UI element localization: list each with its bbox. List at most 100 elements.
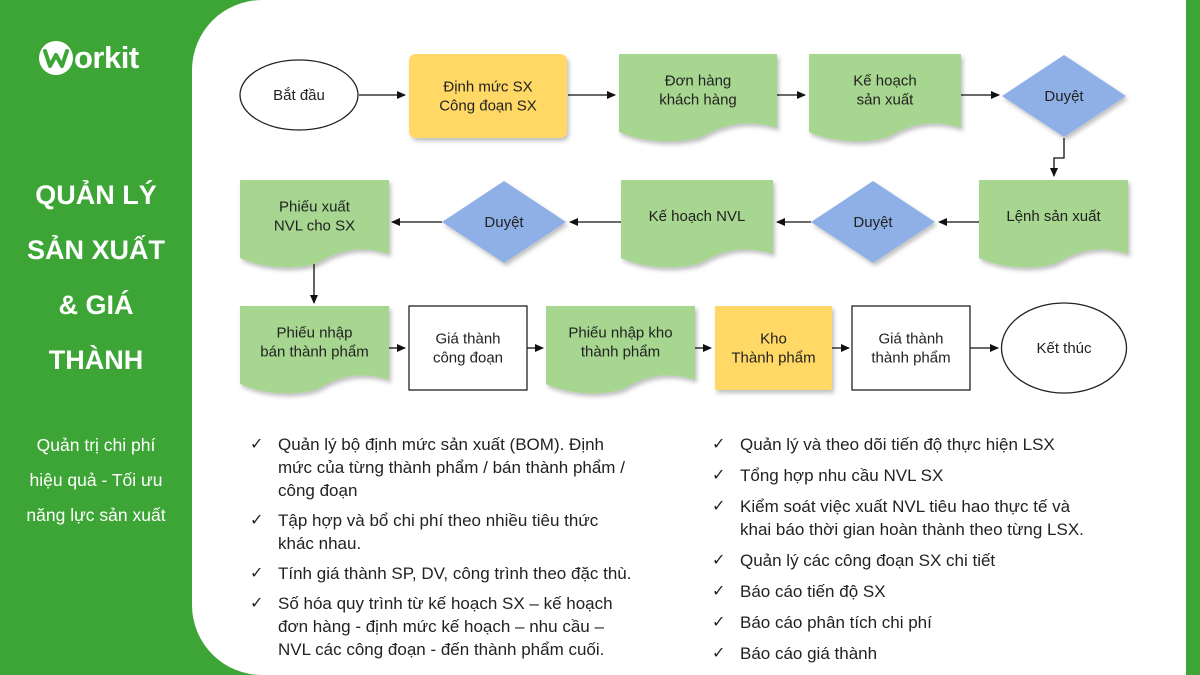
flow-node-label: Duyệt xyxy=(1044,88,1084,105)
sidebar-title-line: SẢN XUẤT xyxy=(26,235,165,265)
flow-node-start: Bắt đầu xyxy=(239,59,359,131)
checkmark-icon: ✓ xyxy=(712,614,726,631)
flow-arrow xyxy=(1050,138,1065,177)
feature-list-right: ✓ Quản lý và theo dõi tiến độ thực hiện L… xyxy=(712,433,1132,673)
sidebar-subtitle-line: năng lực sản xuất xyxy=(26,505,166,525)
feature-item-line: Kiểm soát việc xuất NVL tiêu hao thực tế… xyxy=(740,497,1071,516)
checkmark-icon: ✓ xyxy=(250,512,264,529)
flow-node-shape xyxy=(546,306,695,394)
flow-node-shape xyxy=(851,305,971,391)
checkmark-icon: ✓ xyxy=(250,436,264,453)
flow-node-shape xyxy=(409,54,567,138)
feature-item: ✓ Tổng hợp nhu cầu NVL SX xyxy=(712,464,1132,487)
flow-node-label: Duyệt xyxy=(853,214,893,231)
logo-mark-icon xyxy=(39,41,73,75)
feature-item-line: Tổng hợp nhu cầu NVL SX xyxy=(740,466,944,485)
flow-node-approve1: Duyệt xyxy=(1002,55,1126,137)
flow-node-label: Công đoạn SX xyxy=(439,98,537,115)
feature-item-line: Báo cáo phân tích chi phí xyxy=(740,613,932,632)
flow-node-label: Kho xyxy=(760,331,787,348)
feature-item: ✓ Báo cáo tiến độ SX xyxy=(712,580,1132,603)
flow-node-shape xyxy=(811,181,935,263)
flow-node-label: thành phẩm xyxy=(581,344,660,361)
sidebar-title: QUẢN LÝ SẢN XUẤT & GIÁ THÀNH xyxy=(0,168,192,388)
feature-item-line: Tập hợp và bổ chi phí theo nhiều tiêu th… xyxy=(278,511,599,530)
checkmark-icon: ✓ xyxy=(712,645,726,662)
feature-item-line: Báo cáo tiến độ SX xyxy=(740,582,886,601)
flow-node-shape xyxy=(240,180,389,268)
flow-node-label: thành phẩm xyxy=(871,350,950,367)
flow-node-shape xyxy=(621,180,773,268)
checkmark-icon: ✓ xyxy=(712,583,726,600)
feature-item-line: khác nhau. xyxy=(278,534,362,553)
checkmark-icon: ✓ xyxy=(712,552,726,569)
flow-node-end: Kết thúc xyxy=(1000,302,1128,394)
feature-item: ✓Số hóa quy trình từ kế hoạch SX – kế ho… xyxy=(250,592,690,661)
flow-node-approve3: Duyệt xyxy=(442,181,566,263)
flow-node-order: Đơn hàng khách hàng xyxy=(619,54,777,142)
flow-node-label: Định mức SX xyxy=(443,79,532,96)
flow-node-label: Kế hoạch xyxy=(853,73,916,90)
flow-node-label: Kết thúc xyxy=(1036,340,1092,357)
flow-node-label: NVL cho SX xyxy=(274,218,355,235)
flow-node-shape xyxy=(619,54,777,142)
feature-item-line: Quản lý và theo dõi tiến độ thực hiện LS… xyxy=(740,435,1055,454)
flow-node-shape xyxy=(408,305,528,391)
flow-node-shape xyxy=(442,181,566,263)
checkmark-icon: ✓ xyxy=(712,467,726,484)
feature-item-line: Quản lý các công đoạn SX chi tiết xyxy=(740,551,996,570)
feature-item: ✓ Tính giá thành SP, DV, công trình theo … xyxy=(250,562,690,585)
flow-node-approve2: Duyệt xyxy=(811,181,935,263)
flow-node-label: khách hàng xyxy=(659,92,737,109)
flow-node-shape xyxy=(1002,55,1126,137)
flow-node-shape xyxy=(809,54,961,142)
flow-node-shape xyxy=(715,306,832,390)
flow-node-label: Thành phẩm xyxy=(731,350,815,367)
sidebar-title-line: QUẢN LÝ xyxy=(35,180,157,210)
flow-node-label: bán thành phẩm xyxy=(260,344,368,361)
flow-node-label: Kế hoạch NVL xyxy=(649,208,746,225)
feature-item-line: Tính giá thành SP, DV, công trình theo đ… xyxy=(278,564,632,583)
feature-item: ✓ Quản lý các công đoạn SX chi tiết xyxy=(712,549,1132,572)
logo-text: orkit xyxy=(74,40,139,75)
flow-node-shape xyxy=(979,180,1128,268)
flow-node-label: Bắt đầu xyxy=(273,87,325,104)
feature-item: ✓ Tập hợp và bổ chi phí theo nhiều tiêu t… xyxy=(250,509,690,555)
feature-item: ✓ Báo cáo giá thành xyxy=(712,642,1132,665)
flow-node-bom: Định mức SX Công đoạn SX xyxy=(409,54,567,138)
feature-item-line: công đoạn xyxy=(278,481,358,500)
checkmark-icon: ✓ xyxy=(250,565,264,582)
flow-node-label: Đơn hàng xyxy=(665,73,732,90)
flow-node-shape xyxy=(1000,302,1128,394)
flow-node-work-order: Lệnh sản xuất xyxy=(979,180,1128,268)
feature-item-line: đơn hàng - định mức kế hoạch – nhu cầu – xyxy=(278,617,604,636)
workit-logo: orkit xyxy=(38,40,139,76)
flow-node-label: Duyệt xyxy=(484,214,524,231)
feature-item-line: Báo cáo giá thành xyxy=(740,644,878,663)
flow-node-shape xyxy=(239,59,359,131)
flow-node-label: Lệnh sản xuất xyxy=(1006,208,1101,225)
feature-item-line: NVL các công đoạn - đến thành phẩm cuối. xyxy=(278,640,605,659)
sidebar-subtitle: Quản trị chi phí hiệu quả - Tối ưu năng … xyxy=(0,428,192,533)
feature-item-line: Số hóa quy trình từ kế hoạch SX – kế hoạ… xyxy=(278,594,613,613)
sidebar-title-line: & GIÁ xyxy=(58,290,134,320)
flow-node-fg-cost: Giá thành thành phẩm xyxy=(851,305,971,391)
flow-node-material-plan: Kế hoạch NVL xyxy=(621,180,773,268)
feature-item: ✓ Kiểm soát việc xuất NVL tiêu hao thực t… xyxy=(712,495,1132,541)
checkmark-icon: ✓ xyxy=(712,498,726,515)
feature-item-line: Quản lý bộ định mức sản xuất (BOM). Định xyxy=(278,435,605,454)
right-accent-stripe xyxy=(1186,0,1200,675)
feature-item-line: mức của từng thành phẩm / bán thành phẩm… xyxy=(278,458,625,477)
flow-node-label: sản xuất xyxy=(857,92,915,109)
flow-node-shape xyxy=(240,306,389,394)
flow-node-label: Giá thành xyxy=(878,331,943,348)
flow-node-label: Phiếu xuất xyxy=(279,199,351,216)
flow-node-plan: Kế hoạch sản xuất xyxy=(809,54,961,142)
flow-node-label: Phiếu nhập xyxy=(277,325,353,342)
feature-item: ✓ Quản lý bộ định mức sản xuất (BOM). Địn… xyxy=(250,433,690,502)
flow-node-label: công đoạn xyxy=(433,350,503,367)
